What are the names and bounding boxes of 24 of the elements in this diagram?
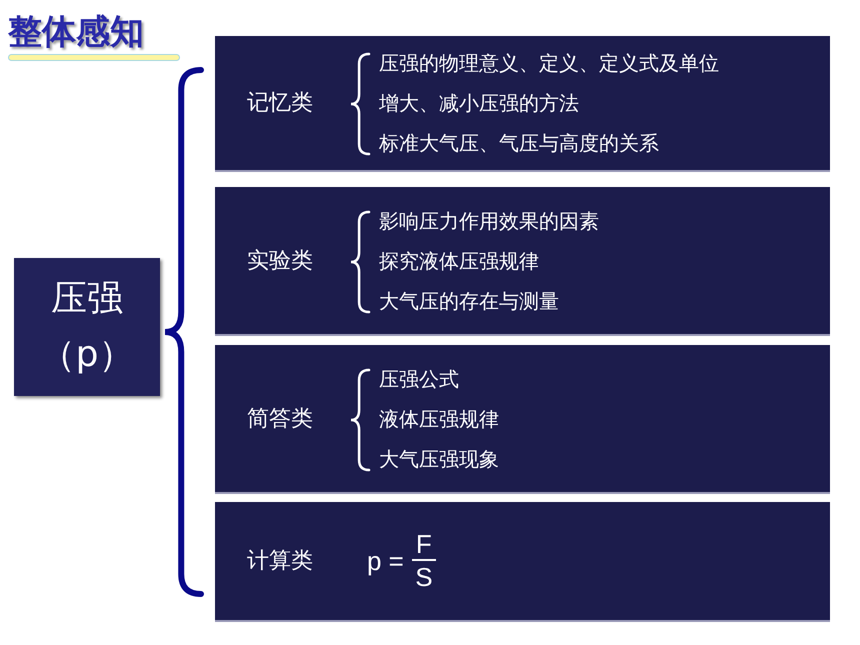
item-text: 增大、减小压强的方法 (379, 90, 580, 117)
topic-box (14, 258, 160, 396)
formula-text: p = (367, 544, 404, 578)
item-text: 探究液体压强规律 (379, 248, 540, 274)
item-text: 影响压力作用效果的因素 (379, 208, 599, 234)
item-text: 大气压的存在与测量 (379, 288, 560, 314)
item-text: 压强公式 (379, 366, 460, 392)
topic-text: （p） (40, 337, 134, 373)
category-label: 计算类 (247, 548, 313, 576)
category-panel (215, 345, 830, 494)
category-panel (215, 36, 830, 172)
topic-text: 压强 (51, 281, 123, 317)
numerator: F (416, 529, 432, 559)
item-text: 压强的物理意义、定义、定义式及单位 (379, 50, 719, 77)
category-label: 记忆类 (247, 90, 313, 118)
item-text: 大气压强现象 (379, 446, 499, 472)
title: 整体感知 (8, 11, 145, 54)
denominator: S (415, 561, 433, 593)
category-panel (215, 502, 830, 622)
item-text: 液体压强规律 (379, 406, 499, 432)
category-label: 简答类 (247, 405, 313, 433)
category-label: 实验类 (247, 247, 313, 275)
category-panel (215, 187, 830, 336)
item-text: 标准大气压、气压与高度的关系 (379, 130, 660, 157)
